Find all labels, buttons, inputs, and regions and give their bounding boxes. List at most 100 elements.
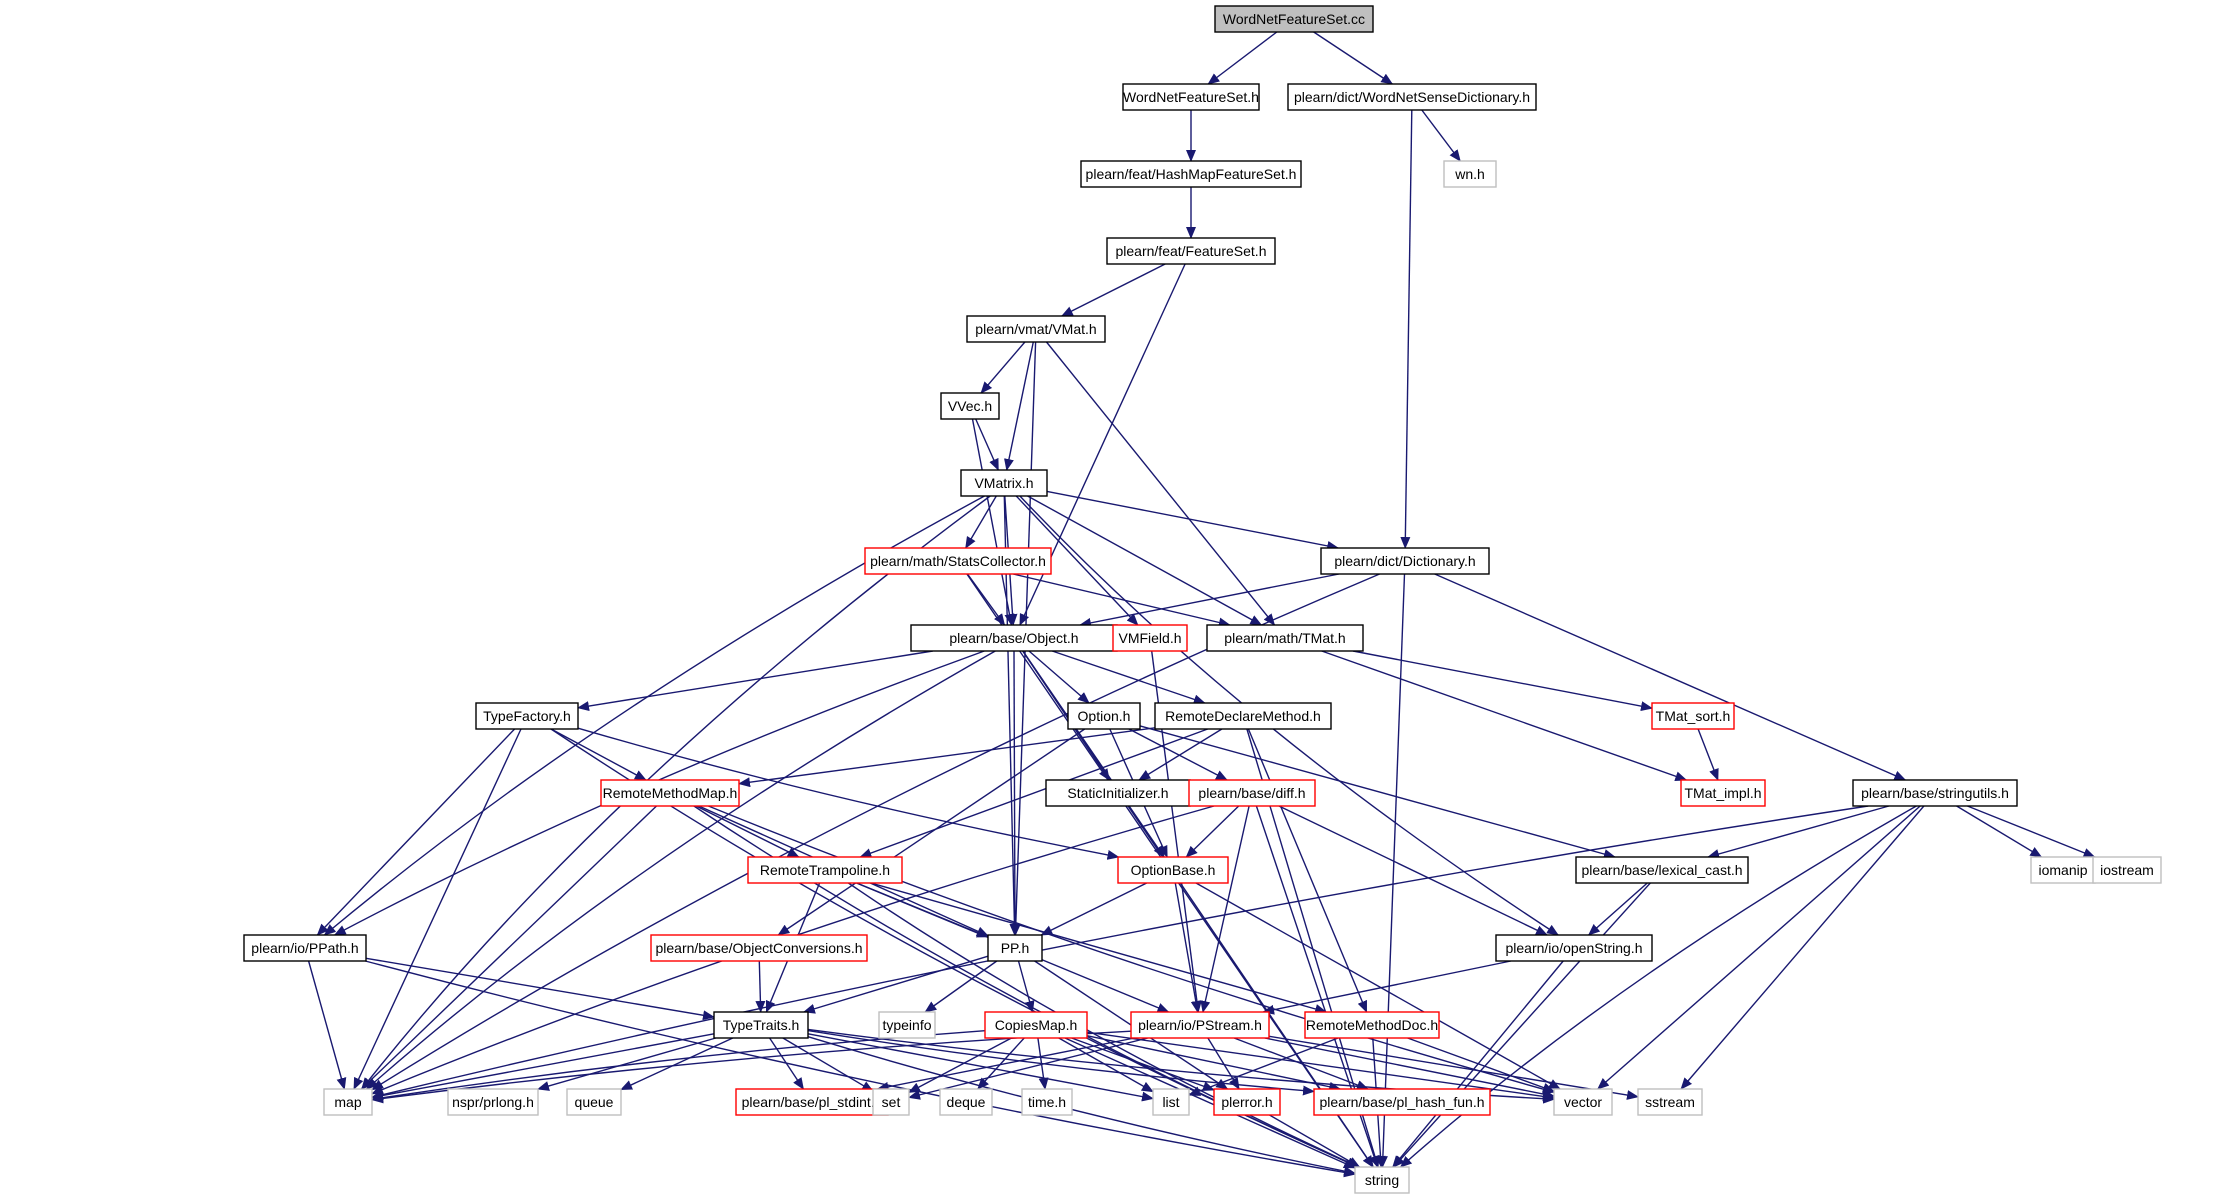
node-copiesmap[interactable]: CopiesMap.h [984,1011,1088,1039]
edge-vvec-to-object [971,418,1015,626]
node-wnsd[interactable]: plearn/dict/WordNetSenseDictionary.h [1287,83,1537,111]
node-label: plearn/base/ObjectConversions.h [655,940,862,956]
node-rmdoc[interactable]: RemoteMethodDoc.h [1304,1011,1440,1039]
node-diff[interactable]: plearn/base/diff.h [1188,779,1316,807]
node-box [1122,83,1260,111]
node-box [566,1088,622,1116]
edge-fs-to-object [1019,263,1186,626]
node-typeinfo[interactable]: typeinfo [878,1011,936,1039]
node-label: iostream [2100,862,2154,878]
edge-copiesmap-to-vector [1086,1031,1555,1102]
node-typetraits[interactable]: TypeTraits.h [713,1011,809,1039]
node-rmm[interactable]: RemoteMethodMap.h [600,779,740,807]
node-box [747,856,903,884]
edge-ppath-to-map [307,960,347,1090]
edge-rtramp-to-rmdoc [870,882,1328,1014]
node-box [966,315,1106,343]
node-box [650,934,868,962]
node-label: plearn/base/lexical_cast.h [1581,862,1742,878]
node-label: set [882,1094,901,1110]
node-tmat[interactable]: plearn/math/TMat.h [1206,624,1364,652]
node-openstring[interactable]: plearn/io/openString.h [1495,934,1653,962]
node-hashfun[interactable]: plearn/base/pl_hash_fun.h [1313,1088,1491,1116]
node-box [1313,1088,1491,1116]
node-queue[interactable]: queue [566,1088,622,1116]
node-tmatsort[interactable]: TMat_sort.h [1651,702,1735,730]
node-statscoll[interactable]: plearn/math/StatsCollector.h [864,547,1052,575]
node-box [984,1011,1088,1039]
node-staticinit[interactable]: StaticInitializer.h [1045,779,1191,807]
edge-vmatrix-to-dict [1046,490,1340,551]
node-list[interactable]: list [1152,1088,1190,1116]
node-box [1206,624,1364,652]
node-box [1214,5,1374,33]
edge-typefactory-to-optionbase [577,727,1120,860]
edge-rmm-to-rtramp [695,805,800,858]
node-root[interactable]: WordNetFeatureSet.cc [1214,5,1374,33]
node-map[interactable]: map [323,1088,373,1116]
node-option[interactable]: Option.h [1067,702,1141,730]
node-set[interactable]: set [872,1088,910,1116]
node-box [1575,856,1749,884]
node-hmfs[interactable]: plearn/feat/HashMapFeatureSet.h [1080,160,1302,188]
node-vmatrix[interactable]: VMatrix.h [960,469,1048,497]
node-label: deque [947,1094,986,1110]
edge-typefactory-to-map [353,728,522,1090]
node-box [1320,547,1490,575]
node-label: plearn/base/pl_hash_fun.h [1319,1094,1484,1110]
node-fs[interactable]: plearn/feat/FeatureSet.h [1106,237,1276,265]
node-objconv[interactable]: plearn/base/ObjectConversions.h [650,934,868,962]
edge-typetraits-to-hashfun [807,1029,1315,1096]
node-ppath[interactable]: plearn/io/PPath.h [243,934,367,962]
node-label: TMat_sort.h [1656,708,1731,724]
node-timeh[interactable]: time.h [1021,1088,1073,1116]
node-object[interactable]: plearn/base/Object.h [910,624,1118,652]
edge-optionbase-to-pp [1040,882,1148,936]
node-wn[interactable]: wn.h [1443,160,1497,188]
node-iomanip[interactable]: iomanip [2030,856,2096,884]
node-box [940,392,1000,420]
edge-typetraits-to-set [782,1037,874,1092]
node-stdint[interactable]: plearn/base/pl_stdint.h [735,1088,889,1116]
node-stringutils[interactable]: plearn/base/stringutils.h [1852,779,2018,807]
node-vmfield[interactable]: VMField.h [1112,624,1188,652]
node-label: plearn/base/pl_stdint.h [742,1094,883,1110]
node-rtramp[interactable]: RemoteTrampoline.h [747,856,903,884]
node-wnfs_h[interactable]: WordNetFeatureSet.h [1122,83,1260,111]
node-label: plearn/vmat/VMat.h [975,321,1096,337]
node-box [1080,160,1302,188]
node-label: plearn/math/StatsCollector.h [870,553,1046,569]
node-sstream[interactable]: sstream [1637,1088,1703,1116]
node-lexcast[interactable]: plearn/base/lexical_cast.h [1575,856,1749,884]
edge-copiesmap-to-timeh [1037,1037,1049,1090]
edge-typetraits-to-map [371,1033,715,1101]
node-dict[interactable]: plearn/dict/Dictionary.h [1320,547,1490,575]
node-iostream[interactable]: iostream [2092,856,2162,884]
node-box [872,1088,910,1116]
node-pp[interactable]: PP.h [987,934,1043,962]
node-optionbase[interactable]: OptionBase.h [1117,856,1229,884]
node-box [1354,1166,1410,1194]
node-vector[interactable]: vector [1553,1088,1613,1116]
node-vvec[interactable]: VVec.h [940,392,1000,420]
node-label: sstream [1645,1094,1695,1110]
node-label: plearn/io/openString.h [1506,940,1643,956]
node-tmatimpl[interactable]: TMat_impl.h [1680,779,1766,807]
node-label: VVec.h [948,398,992,414]
node-label: vector [1564,1094,1602,1110]
node-label: list [1162,1094,1179,1110]
node-string[interactable]: string [1354,1166,1410,1194]
node-prlong[interactable]: nspr/prlong.h [447,1088,539,1116]
node-vmat[interactable]: plearn/vmat/VMat.h [966,315,1106,343]
node-typefactory[interactable]: TypeFactory.h [475,702,579,730]
node-box [713,1011,809,1039]
node-pstream[interactable]: plearn/io/PStream.h [1130,1011,1270,1039]
node-box [1106,237,1276,265]
node-rdm[interactable]: RemoteDeclareMethod.h [1154,702,1332,730]
node-label: wn.h [1454,166,1485,182]
edge-layer [307,31,2096,1178]
node-plerror[interactable]: plerror.h [1213,1088,1281,1116]
node-label: VMatrix.h [974,475,1033,491]
edge-stringutils-to-iomanip [1956,805,2043,858]
node-deque[interactable]: deque [939,1088,993,1116]
